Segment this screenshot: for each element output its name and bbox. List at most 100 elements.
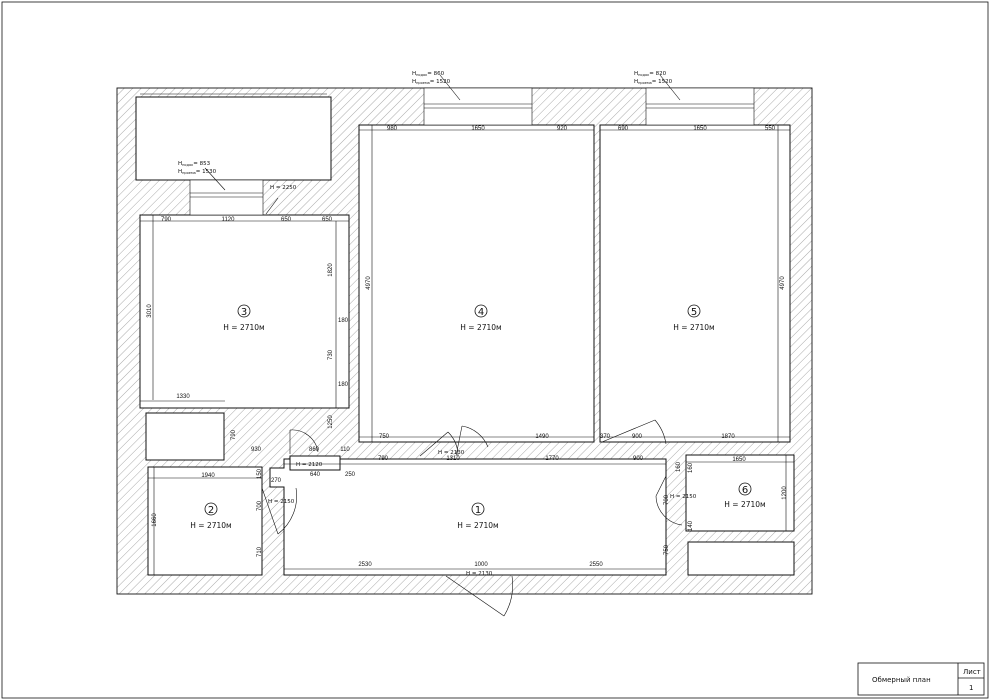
- svg-text:160: 160: [688, 462, 694, 473]
- svg-text:2530: 2530: [358, 562, 372, 568]
- sheet-label: Лист: [963, 668, 981, 676]
- room-label-6: 6 H = 2710м: [724, 482, 766, 509]
- window-room-5: [645, 87, 755, 126]
- balcony: [135, 96, 332, 181]
- svg-text:270: 270: [271, 478, 282, 484]
- sheet-number: 1: [969, 684, 973, 692]
- room-6: [685, 454, 795, 532]
- svg-text:Hпроема= 1530: Hпроема= 1530: [178, 169, 217, 175]
- svg-text:900: 900: [632, 434, 643, 440]
- window-room-3: [189, 179, 264, 216]
- balcony-door: [265, 197, 279, 215]
- door-height-room-6: H = 2150: [670, 494, 697, 500]
- hallway-1: [269, 458, 667, 576]
- svg-text:1000: 1000: [474, 562, 488, 568]
- svg-text:4970: 4970: [780, 276, 786, 290]
- closet: [145, 412, 225, 461]
- door-height-room-3: H = 2120: [296, 462, 323, 468]
- svg-text:H = 2710м: H = 2710м: [673, 323, 714, 332]
- svg-text:180: 180: [338, 382, 349, 388]
- svg-text:650: 650: [281, 217, 292, 223]
- door-height-room-2: H = 2150: [268, 499, 295, 505]
- room-label-4: 4 H = 2710м: [460, 304, 502, 332]
- svg-text:1250: 1250: [328, 415, 334, 429]
- room-4: [358, 124, 595, 443]
- svg-text:790: 790: [161, 217, 172, 223]
- svg-text:H = 2710м: H = 2710м: [460, 323, 501, 332]
- door-height-entrance: H = 2130: [466, 571, 493, 577]
- cabinet-6: [687, 541, 795, 576]
- svg-text:750: 750: [664, 544, 670, 555]
- door-room-3: [289, 429, 319, 454]
- door-room-2: [261, 487, 297, 535]
- svg-text:730: 730: [328, 349, 334, 360]
- room-label-5: 5 H = 2710м: [673, 304, 715, 332]
- svg-text:Hподок= 820: Hподок= 820: [634, 71, 667, 77]
- room-label-3: 3 H = 2710м: [223, 304, 265, 332]
- room-label-2: 2 H = 2710м: [190, 502, 232, 530]
- hall-niche: [289, 455, 341, 471]
- svg-text:750: 750: [379, 434, 390, 440]
- svg-text:Hпроема= 1520: Hпроема= 1520: [634, 79, 673, 85]
- svg-text:1650: 1650: [693, 126, 707, 132]
- svg-text:160: 160: [676, 461, 682, 472]
- svg-text:1940: 1940: [201, 473, 215, 479]
- svg-text:180: 180: [338, 318, 349, 324]
- svg-text:1310: 1310: [446, 456, 460, 462]
- svg-text:650: 650: [322, 217, 333, 223]
- svg-text:1770: 1770: [545, 456, 559, 462]
- door-room-6: [655, 475, 683, 526]
- svg-text:H = 2710м: H = 2710м: [190, 521, 231, 530]
- svg-text:860: 860: [309, 447, 320, 453]
- svg-text:1870: 1870: [721, 434, 735, 440]
- dimension-texts: 980 1650 920 690 1650 550 4970 4970 750 …: [147, 126, 788, 568]
- window-note-room-4: Hподок= 860 Hпроема= 1520: [412, 71, 451, 85]
- svg-text:1490: 1490: [535, 434, 549, 440]
- svg-text:110: 110: [340, 447, 350, 453]
- svg-text:4: 4: [478, 307, 484, 318]
- svg-text:1120: 1120: [222, 217, 236, 223]
- sheet-title: Обмерный план: [872, 676, 931, 684]
- svg-text:710: 710: [257, 546, 263, 557]
- svg-text:1200: 1200: [782, 486, 788, 500]
- title-block: Обмерный план Лист 1: [857, 662, 985, 696]
- svg-text:640: 640: [310, 472, 321, 478]
- svg-text:H = 2710м: H = 2710м: [457, 521, 498, 530]
- svg-text:2: 2: [208, 505, 214, 516]
- svg-text:150: 150: [257, 468, 263, 479]
- room-2: [147, 466, 263, 576]
- window-note-room-5: Hподок= 820 Hпроема= 1520: [634, 71, 673, 85]
- svg-text:700: 700: [664, 494, 670, 505]
- svg-text:2550: 2550: [589, 562, 603, 568]
- svg-text:1660: 1660: [152, 513, 158, 527]
- svg-text:3: 3: [241, 307, 247, 318]
- door-room-5: [601, 419, 667, 445]
- svg-text:Hподок= 853: Hподок= 853: [178, 161, 211, 167]
- svg-text:1: 1: [475, 505, 481, 516]
- svg-text:250: 250: [345, 472, 356, 478]
- svg-text:1820: 1820: [328, 263, 334, 277]
- room-5: [599, 124, 791, 443]
- svg-text:980: 980: [387, 126, 398, 132]
- svg-text:700: 700: [257, 500, 263, 511]
- svg-text:5: 5: [691, 307, 697, 318]
- room-label-1: 1 H = 2710м: [457, 502, 499, 530]
- svg-text:790: 790: [231, 429, 237, 440]
- svg-text:Hподок= 860: Hподок= 860: [412, 71, 445, 77]
- svg-text:900: 900: [633, 456, 644, 462]
- entrance-door: [445, 575, 513, 617]
- door-room-4: [419, 431, 459, 457]
- svg-text:1650: 1650: [471, 126, 485, 132]
- svg-text:H = 2710м: H = 2710м: [724, 500, 765, 509]
- dimension-lines: [140, 125, 794, 575]
- svg-text:550: 550: [765, 126, 776, 132]
- svg-text:Hпроема= 1520: Hпроема= 1520: [412, 79, 451, 85]
- svg-text:920: 920: [557, 126, 568, 132]
- svg-text:4970: 4970: [366, 276, 372, 290]
- svg-text:H = 2710м: H = 2710м: [223, 323, 264, 332]
- svg-text:1330: 1330: [176, 394, 190, 400]
- svg-text:3010: 3010: [147, 304, 153, 318]
- window-note-room-3: Hподок= 853 Hпроема= 1530: [178, 161, 217, 175]
